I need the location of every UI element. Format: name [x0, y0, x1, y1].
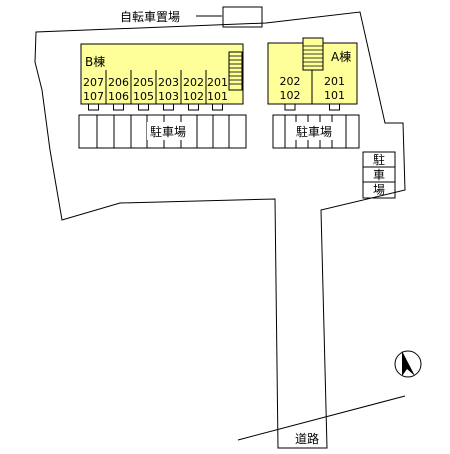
parking-side-char-1: 駐 [373, 152, 385, 167]
parking-right: 駐車場 [272, 114, 360, 149]
building-b-unit-upper: 206 [108, 76, 129, 89]
road-line [237, 395, 406, 441]
building-b-name: B棟 [85, 54, 105, 69]
building-b-unit-entrance [163, 103, 174, 111]
parking-side: 駐 車 場 [362, 151, 396, 199]
north-arrow-icon [394, 350, 422, 378]
building-a-name: A棟 [331, 49, 351, 64]
building-b-unit-lower: 101 [207, 90, 228, 103]
building-b-unit-lower: 105 [133, 90, 154, 103]
building-a-unit-upper: 202 [280, 75, 301, 88]
parking-side-char-2: 車 [373, 168, 385, 182]
building-a-unit-entrance [284, 103, 296, 111]
bicycle-parking-label: 自転車置場 [120, 10, 180, 24]
bicycle-parking-area [222, 6, 263, 28]
building-b-unit-lower: 103 [158, 90, 179, 103]
building-b-unit-upper: 203 [158, 76, 179, 89]
building-b-unit-lower: 106 [108, 90, 129, 103]
building-b-unit-entrance [188, 103, 199, 111]
building-b-stairs [228, 51, 243, 91]
building-b-unit-entrance [88, 103, 99, 111]
building-b-unit-upper: 205 [133, 76, 154, 89]
building-a-unit-upper: 201 [324, 75, 345, 88]
building-b-unit-lower: 107 [83, 90, 104, 103]
parking-side-char-3: 場 [373, 183, 385, 197]
building-b-unit-entrance [138, 103, 149, 111]
building-b-unit-entrance [212, 103, 223, 111]
building-b-body [80, 43, 244, 105]
building-a-unit-lower: 101 [324, 89, 345, 102]
building-b-unit-upper: 202 [183, 76, 204, 89]
building-b-unit-entrance [113, 103, 124, 111]
building-b-unit-lower: 102 [183, 90, 204, 103]
road-label: 道路 [295, 431, 319, 446]
parking-right-label: 駐車場 [296, 124, 332, 139]
building-a-unit-lower: 102 [280, 89, 301, 102]
building-b-unit-upper: 201 [207, 76, 228, 89]
parking-left: 駐車場 [78, 114, 247, 149]
building-a-unit-entrance [329, 103, 340, 111]
building-b-unit-upper: 207 [83, 76, 104, 89]
parking-left-label: 駐車場 [150, 124, 186, 139]
site-boundary [34, 11, 406, 449]
